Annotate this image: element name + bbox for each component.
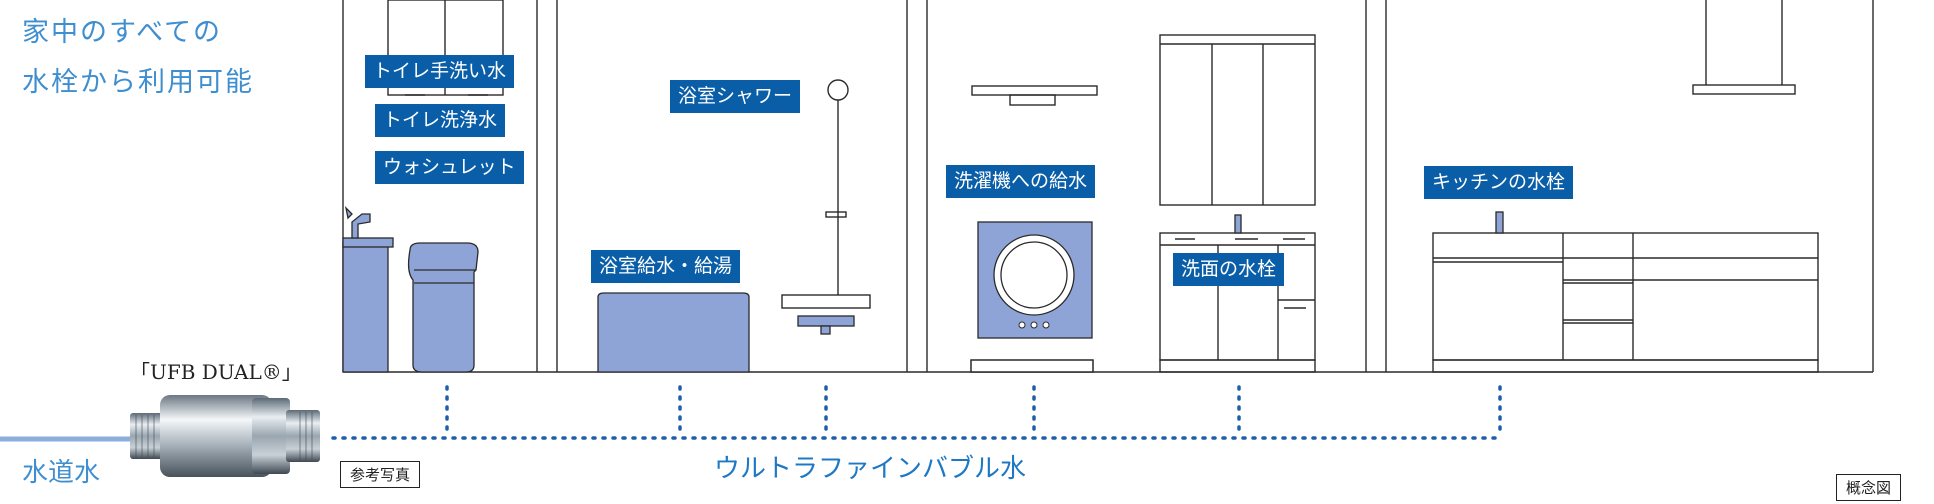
headline: 家中のすべての 水栓から利用可能: [22, 8, 254, 108]
tap-water-label: 水道水: [22, 458, 101, 488]
photo-note: 参考写真: [340, 461, 421, 488]
headline-line1: 家中のすべての: [22, 17, 223, 48]
ultrafine-bubble-water-label: ウルトラファインバブル水: [714, 454, 1027, 484]
tag-toilet-hand-wash: トイレ手洗い水: [365, 55, 515, 88]
tag-bath-supply: 浴室給水・給湯: [591, 250, 741, 283]
ufb-dual-device-photo: [130, 395, 320, 477]
tag-kitchen-faucet: キッチンの水栓: [1424, 166, 1574, 199]
headline-line2: 水栓から利用可能: [22, 67, 254, 98]
tag-toilet-flush: トイレ洗浄水: [375, 104, 506, 137]
tag-bath-shower: 浴室シャワー: [670, 80, 801, 113]
tag-washlet: ウォシュレット: [375, 151, 524, 184]
diagram-note: 概念図: [1836, 474, 1902, 501]
tag-washer-supply: 洗濯機への給水: [946, 165, 1096, 198]
tag-basin-faucet: 洗面の水栓: [1173, 253, 1285, 286]
product-name: 「UFB DUAL®」: [130, 360, 302, 384]
